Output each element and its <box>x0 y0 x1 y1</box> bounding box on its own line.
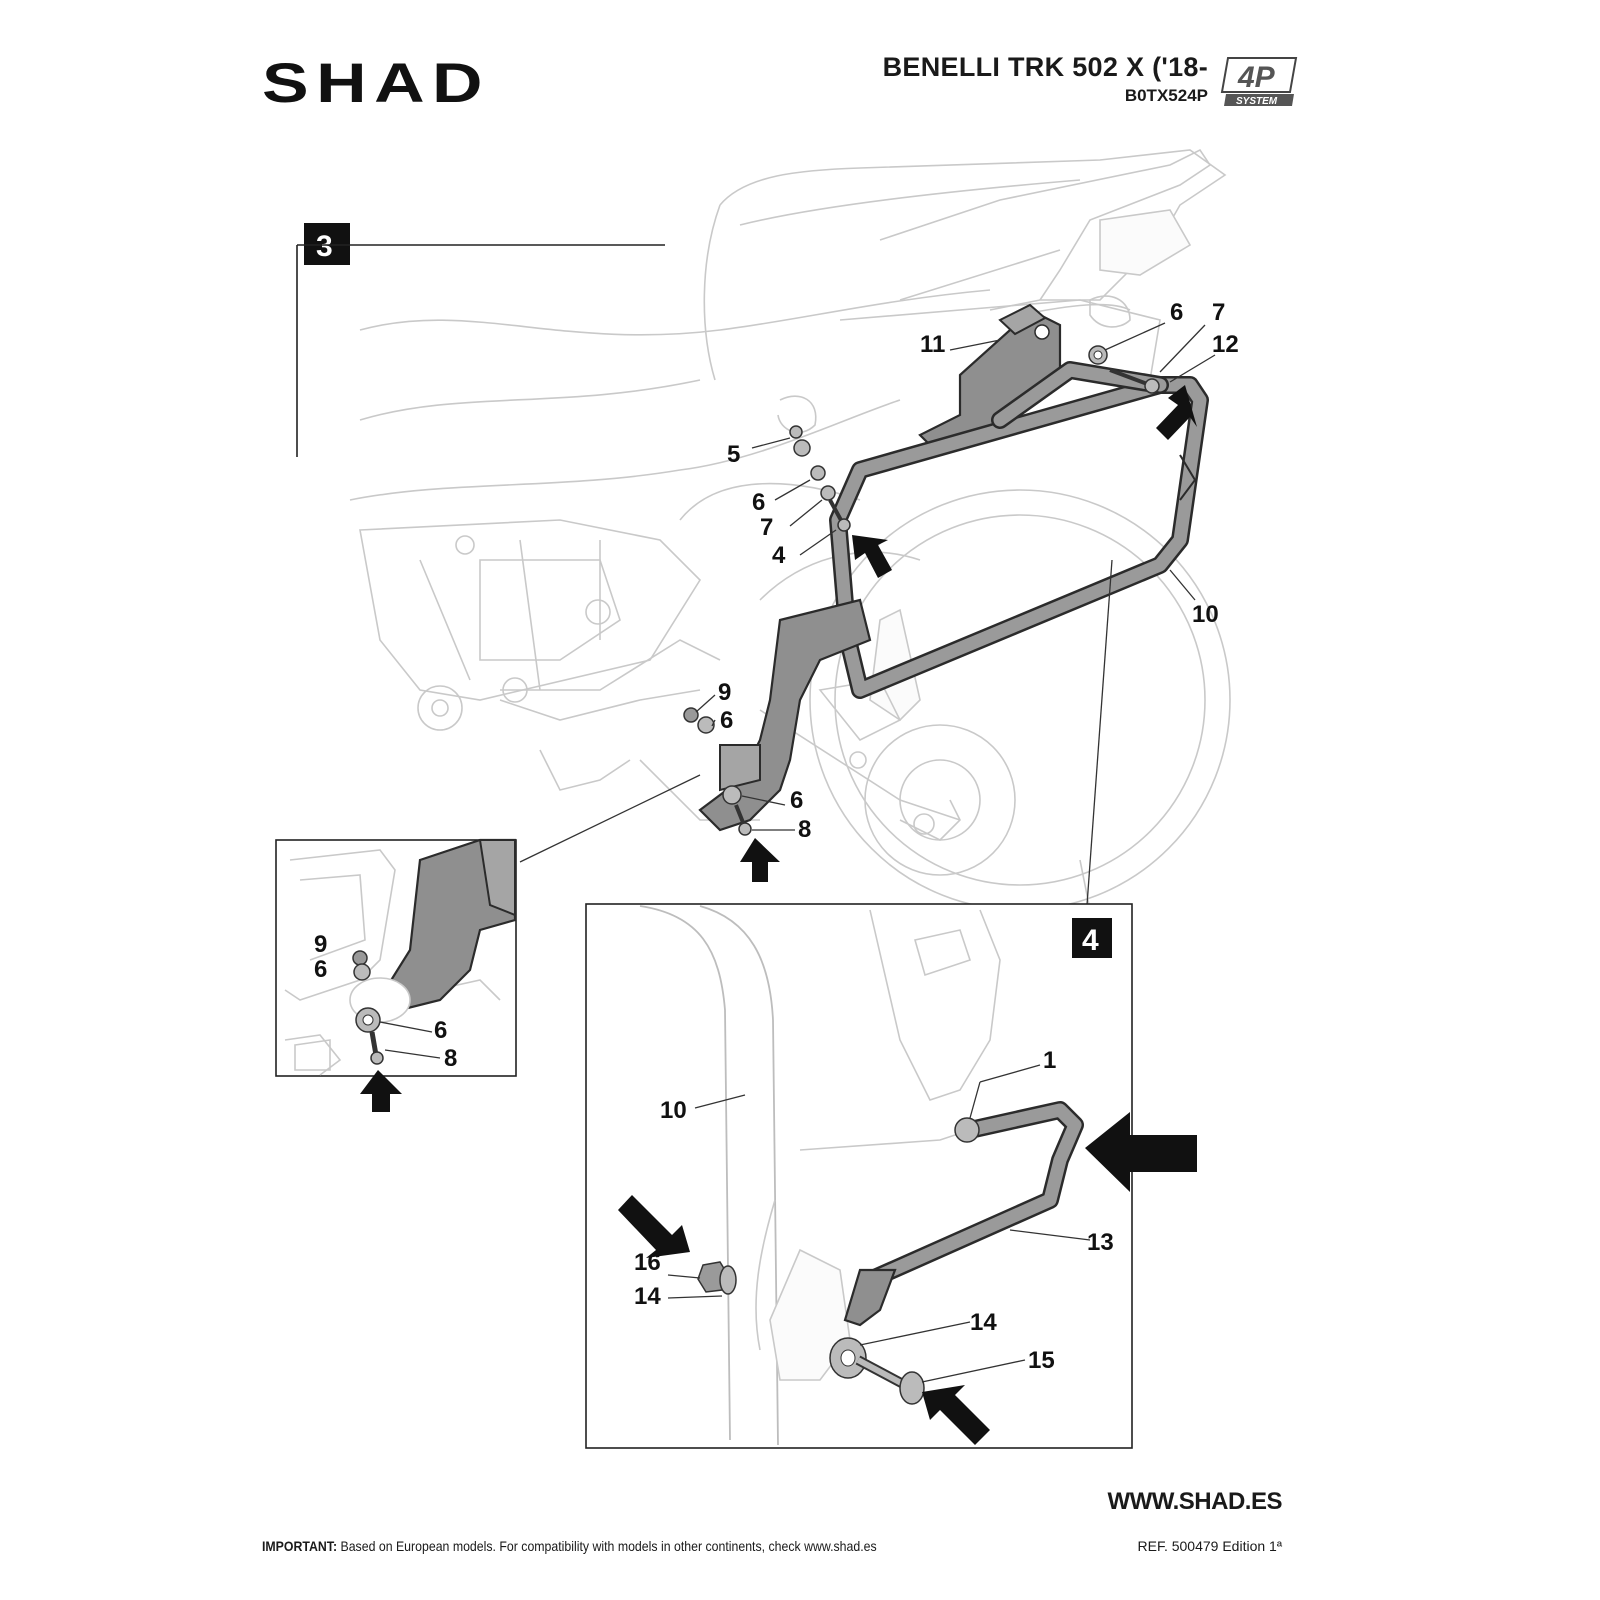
insert-arrow-top-right <box>1156 385 1197 440</box>
callout-main-5: 5 <box>727 441 740 468</box>
main-callouts: 6 7 12 11 5 6 7 4 10 9 6 6 8 <box>718 299 1239 843</box>
step-3-marker: 3 <box>296 223 665 457</box>
inset-insert-arrow <box>360 1070 402 1112</box>
callout-detail-13: 13 <box>1087 1229 1114 1256</box>
callout-detail-10: 10 <box>660 1097 687 1124</box>
main-hardware <box>683 345 1160 836</box>
callout-main-7a: 7 <box>1212 299 1225 326</box>
model-ref-code: B0TX524P <box>1124 86 1208 105</box>
callout-main-4: 4 <box>772 542 786 569</box>
step-4-number: 4 <box>1082 924 1099 957</box>
callout-main-6b: 6 <box>752 489 765 516</box>
inset-detail-lower-mount: 9 6 6 8 <box>275 838 517 1112</box>
callout-inset-9: 9 <box>314 931 327 958</box>
main-callout-leaders <box>695 322 1216 831</box>
callout-main-10: 10 <box>1192 601 1219 628</box>
4p-system-badge: 4P SYSTEM <box>1220 57 1298 107</box>
callout-inset-6a: 6 <box>314 956 327 983</box>
inset-pointer-line <box>519 774 701 863</box>
bracket-13-plate <box>843 1268 897 1327</box>
callout-main-6c: 6 <box>720 707 733 734</box>
badge-bottom-text: SYSTEM <box>1236 96 1278 107</box>
detail-arrow-nut <box>618 1195 690 1258</box>
important-text: Based on European models. For compatibil… <box>337 1538 877 1554</box>
detail-arrow-bolt <box>922 1385 990 1445</box>
callout-detail-15: 15 <box>1028 1347 1055 1374</box>
important-label: IMPORTANT: <box>262 1538 338 1554</box>
callout-detail-14a: 14 <box>634 1283 661 1310</box>
lower-bracket-tab <box>719 744 761 792</box>
step-4-detail: 4 1 10 13 <box>585 903 1197 1449</box>
badge-top-text: 4P <box>1237 61 1276 94</box>
callout-detail-14b: 14 <box>970 1309 997 1336</box>
callout-main-6d: 6 <box>790 787 803 814</box>
callout-inset-6b: 6 <box>434 1017 447 1044</box>
rear-rack <box>879 148 1212 301</box>
callout-main-7b: 7 <box>760 514 773 541</box>
callout-main-6a: 6 <box>1170 299 1183 326</box>
model-title: BENELLI TRK 502 X ('18- <box>882 52 1208 82</box>
reference-edition: REF. 500479 Edition 1ª <box>1137 1538 1283 1554</box>
callout-detail-1: 1 <box>1043 1047 1056 1074</box>
motorcycle-outline <box>349 149 1231 911</box>
detail-push-arrow-big <box>1085 1112 1197 1192</box>
shad-logo-text: SHAD <box>262 58 490 108</box>
side-frame-tube <box>829 361 1209 699</box>
shad-logo: SHAD <box>262 58 490 108</box>
callout-main-8: 8 <box>798 816 811 843</box>
important-note: IMPORTANT: Based on European models. For… <box>262 1538 877 1554</box>
step-3-number: 3 <box>316 230 333 263</box>
callout-main-11: 11 <box>920 331 945 358</box>
callout-main-9: 9 <box>718 679 731 706</box>
callout-inset-8: 8 <box>444 1045 457 1072</box>
website-url: WWW.SHAD.ES <box>1107 1488 1283 1515</box>
insert-arrow-bottom <box>740 838 780 882</box>
callout-main-12: 12 <box>1212 331 1239 358</box>
callout-detail-16: 16 <box>634 1249 661 1276</box>
insert-arrow-mid <box>852 535 892 578</box>
